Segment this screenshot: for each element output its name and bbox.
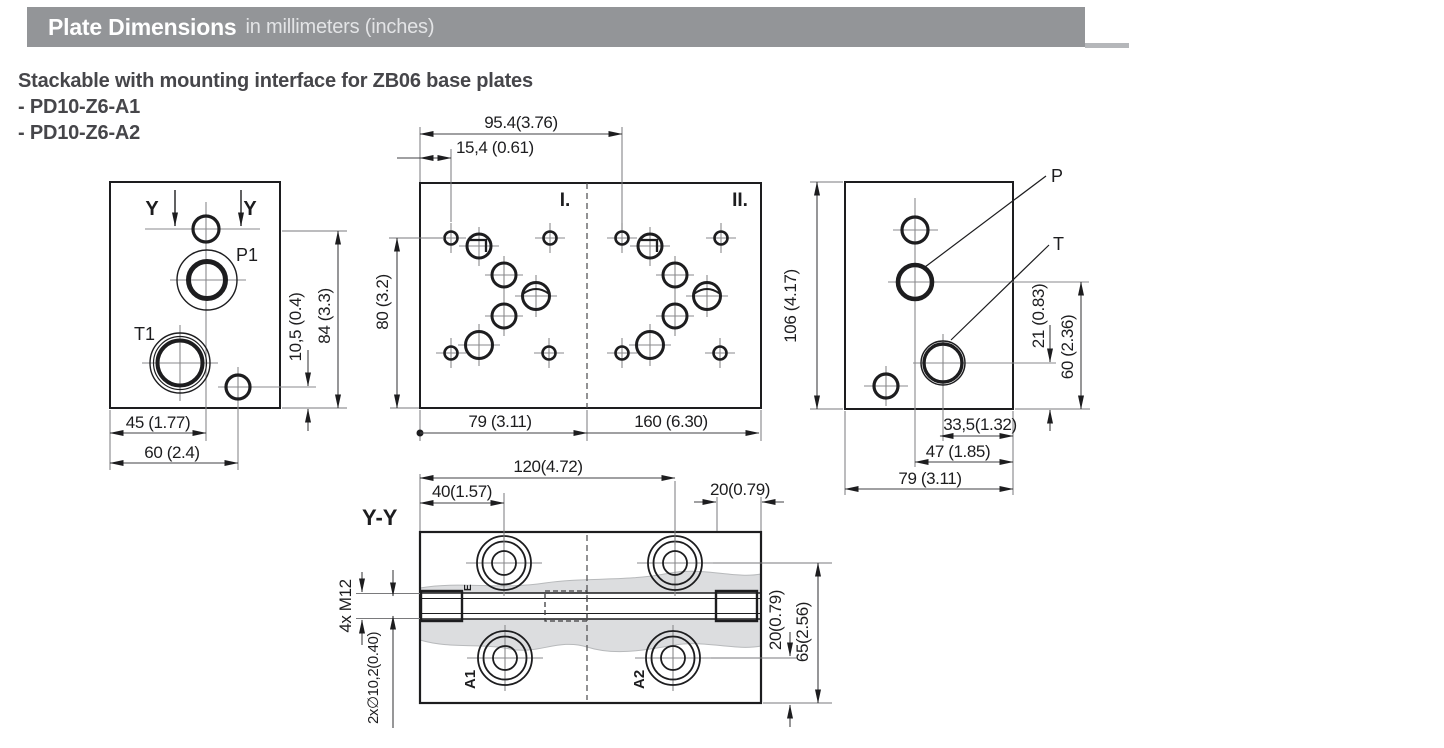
side-view-dimensions: 106 (4.17) 21 (0.83) 60 (2.36) 33,5(1.32… [781,181,1090,495]
dim-front-bottom-hole: 60 (2.4) [144,443,199,462]
a2-port-label: A2 [631,670,648,689]
top-plate-outline [419,182,762,409]
dim-front-port-center: 45 (1.77) [126,413,190,432]
dim-first-bolt: 40(1.57) [432,482,492,501]
p-label: P [1051,166,1063,186]
section-left-dimensions: 4x M12 2x∅10,2(0.40) [336,570,420,728]
t1-label: T1 [134,324,155,344]
page-title: Plate Dimensions [48,13,237,40]
dim-bolt-row: 20(0.79) [766,590,785,650]
front-view: Y Y P1 T1 [109,181,347,470]
p1-port: P1 [170,245,258,311]
station-one-label: I. [560,190,571,211]
dim-side-width: 79 (3.11) [898,469,961,488]
intro-heading: Stackable with mounting interface for ZB… [18,70,533,92]
side-plate-outline [844,181,1014,410]
section-hatch-band-top [419,570,762,594]
section-mark-left: Y [145,198,159,220]
section-mark-right: Y [243,198,257,220]
gallery-end-plug-left [419,589,464,623]
dim-p-center: 47 (1.85) [926,442,990,461]
section-hatch-band-bottom [419,618,762,653]
front-dimensions: 84 (3.3) 10,5 (0.4) 45 (1.77) 60 (2.4) [109,230,347,470]
dim-total-length: 160 (6.30) [634,412,708,431]
side-top-hole [900,215,930,245]
dim-station-pitch: 95.4(3.76) [484,113,558,132]
units-note: in millimeters (inches) [245,15,435,38]
top-view: I. II. 95.4(3.76) 15,4 (0.61) 80 (3.2) [373,113,762,441]
section-view: Y-Y E A1 A2 [336,457,832,728]
dim-front-height: 84 (3.3) [315,288,334,343]
header-tab-strip [1085,43,1129,48]
hidden-center-bore [544,590,588,622]
dim-side-height: 106 (4.17) [781,269,800,343]
dim-t-port-height: 21 (0.83) [1029,284,1048,348]
section-top-dimensions: 120(4.72) 40(1.57) 20(0.79) [419,457,784,545]
intro-block: Stackable with mounting interface for ZB… [18,68,533,146]
bore-callout: 2x∅10,2(0.40) [365,632,382,724]
section-cut-marks: Y Y [145,190,260,230]
dim-bolt-pitch: 120(4.72) [513,457,582,476]
gallery-end-plug-right [714,589,759,623]
valve-interface-station-2 [605,221,738,370]
t-label: T [1053,234,1064,254]
top-view-dimensions: 95.4(3.76) 15,4 (0.61) 80 (3.2) 79 (3.11… [373,113,762,441]
model-item-2: - PD10-Z6-A2 [18,122,141,144]
side-bottom-hole [864,366,908,406]
thread-callout: 4x M12 [336,579,355,632]
t-port [913,334,1056,441]
gallery-channel [419,589,761,623]
station-two-label: II. [732,190,748,211]
front-plate-outline [109,181,281,409]
a1-port-label: A1 [462,670,479,689]
section-right-dimensions: 20(0.79) 65(2.56) [711,562,832,727]
dim-top-height: 80 (3.2) [373,274,392,329]
model-item-1: - PD10-Z6-A1 [18,96,141,118]
e-label: E [463,584,474,591]
dim-t-center: 33,5(1.32) [943,415,1017,434]
side-view: P T 106 (4.17) 21 (0.83) 60 (2.36) 33,5(… [781,166,1090,495]
dim-edge-offset: 20(0.79) [710,480,770,499]
section-header-bar: Plate Dimensions in millimeters (inches) [27,7,1085,47]
dim-front-bottom-offset: 10,5 (0.4) [286,293,305,362]
p-port [888,262,1089,302]
section-view-title: Y-Y [362,505,398,530]
dim-p-port-height: 60 (2.36) [1058,315,1077,379]
valve-interface-station-1 [434,221,567,370]
dim-first-hole: 15,4 (0.61) [456,138,534,157]
front-bottom-hole [218,367,316,470]
t1-port: T1 [134,324,218,401]
p1-label: P1 [236,245,258,265]
port-leaders: P T [924,166,1064,341]
front-top-hole [191,214,221,244]
dim-station-one-length: 79 (3.11) [468,412,531,431]
dim-bolt-height: 65(2.56) [793,602,812,662]
section-plate-outline [418,530,763,705]
